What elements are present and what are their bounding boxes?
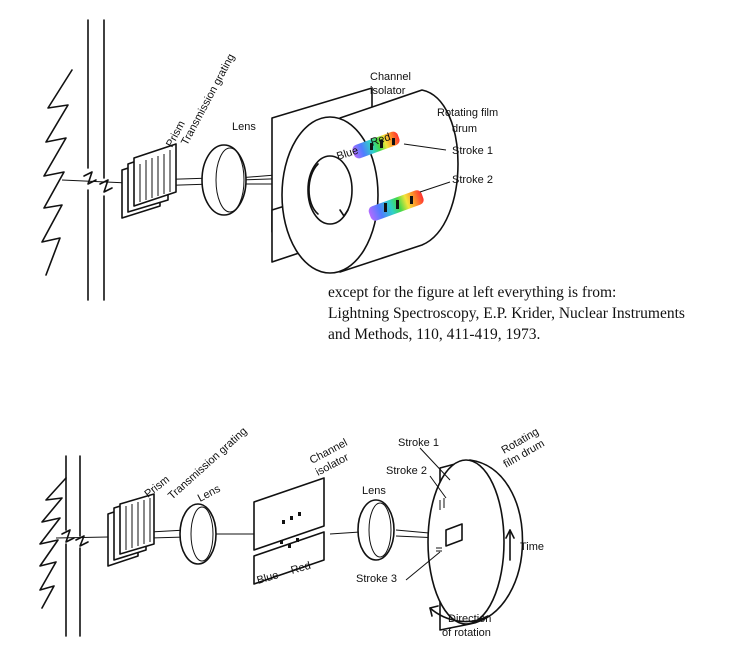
label-drum-top: drum	[452, 123, 477, 135]
label-grating-top: Transmission grating	[179, 52, 237, 147]
film-drum-bottom	[427, 459, 524, 631]
label-direction-bottom: Direction	[448, 613, 491, 625]
channel-isolator-bottom	[253, 477, 325, 585]
window-frame-top	[83, 19, 113, 301]
film-drum-top	[281, 89, 459, 274]
label-stroke2-top: Stroke 2	[452, 174, 493, 186]
label-red-top: Red	[369, 131, 392, 149]
label-isolator-top: isolator	[370, 85, 406, 97]
label-channel-top: Channel	[370, 71, 411, 83]
label-lens1-bottom: Lens	[196, 483, 223, 505]
label-rotating-top: Rotating film	[437, 107, 498, 119]
label-stroke1-top: Stroke 1	[452, 145, 493, 157]
label-of-rotation-bottom: of rotation	[442, 627, 491, 639]
window-frame-bottom	[61, 455, 89, 637]
light-path-top	[61, 172, 301, 187]
label-lens-top: Lens	[232, 121, 256, 133]
time-arrow	[505, 529, 515, 561]
lens-top	[201, 144, 247, 216]
lightning-bolt-bottom	[39, 477, 67, 609]
prism-grating-top	[121, 143, 177, 219]
prism-grating-bottom	[107, 493, 155, 567]
citation-line-3: and Methods, 110, 411-419, 1973.	[328, 326, 541, 343]
spectrum-stroke-1	[352, 131, 400, 159]
citation-line-1: except for the figure at left everything…	[328, 284, 617, 301]
lens-bottom-2	[357, 499, 395, 561]
label-stroke3-bottom: Stroke 3	[356, 573, 397, 585]
label-red-bottom: Red	[290, 560, 313, 577]
label-blue-bottom: Blue	[256, 569, 280, 587]
lens-bottom-1	[179, 503, 217, 565]
label-stroke1-bottom: Stroke 1	[398, 437, 439, 449]
lightning-bolt-top	[41, 69, 73, 276]
rotation-arrow	[429, 607, 489, 623]
label-time-bottom: Time	[520, 541, 544, 553]
label-lens2-bottom: Lens	[362, 485, 386, 497]
citation-block: except for the figure at left everything…	[328, 282, 728, 345]
citation-line-2: Lightning Spectroscopy, E.P. Krider, Nuc…	[328, 305, 685, 322]
label-stroke2-bottom: Stroke 2	[386, 465, 427, 477]
